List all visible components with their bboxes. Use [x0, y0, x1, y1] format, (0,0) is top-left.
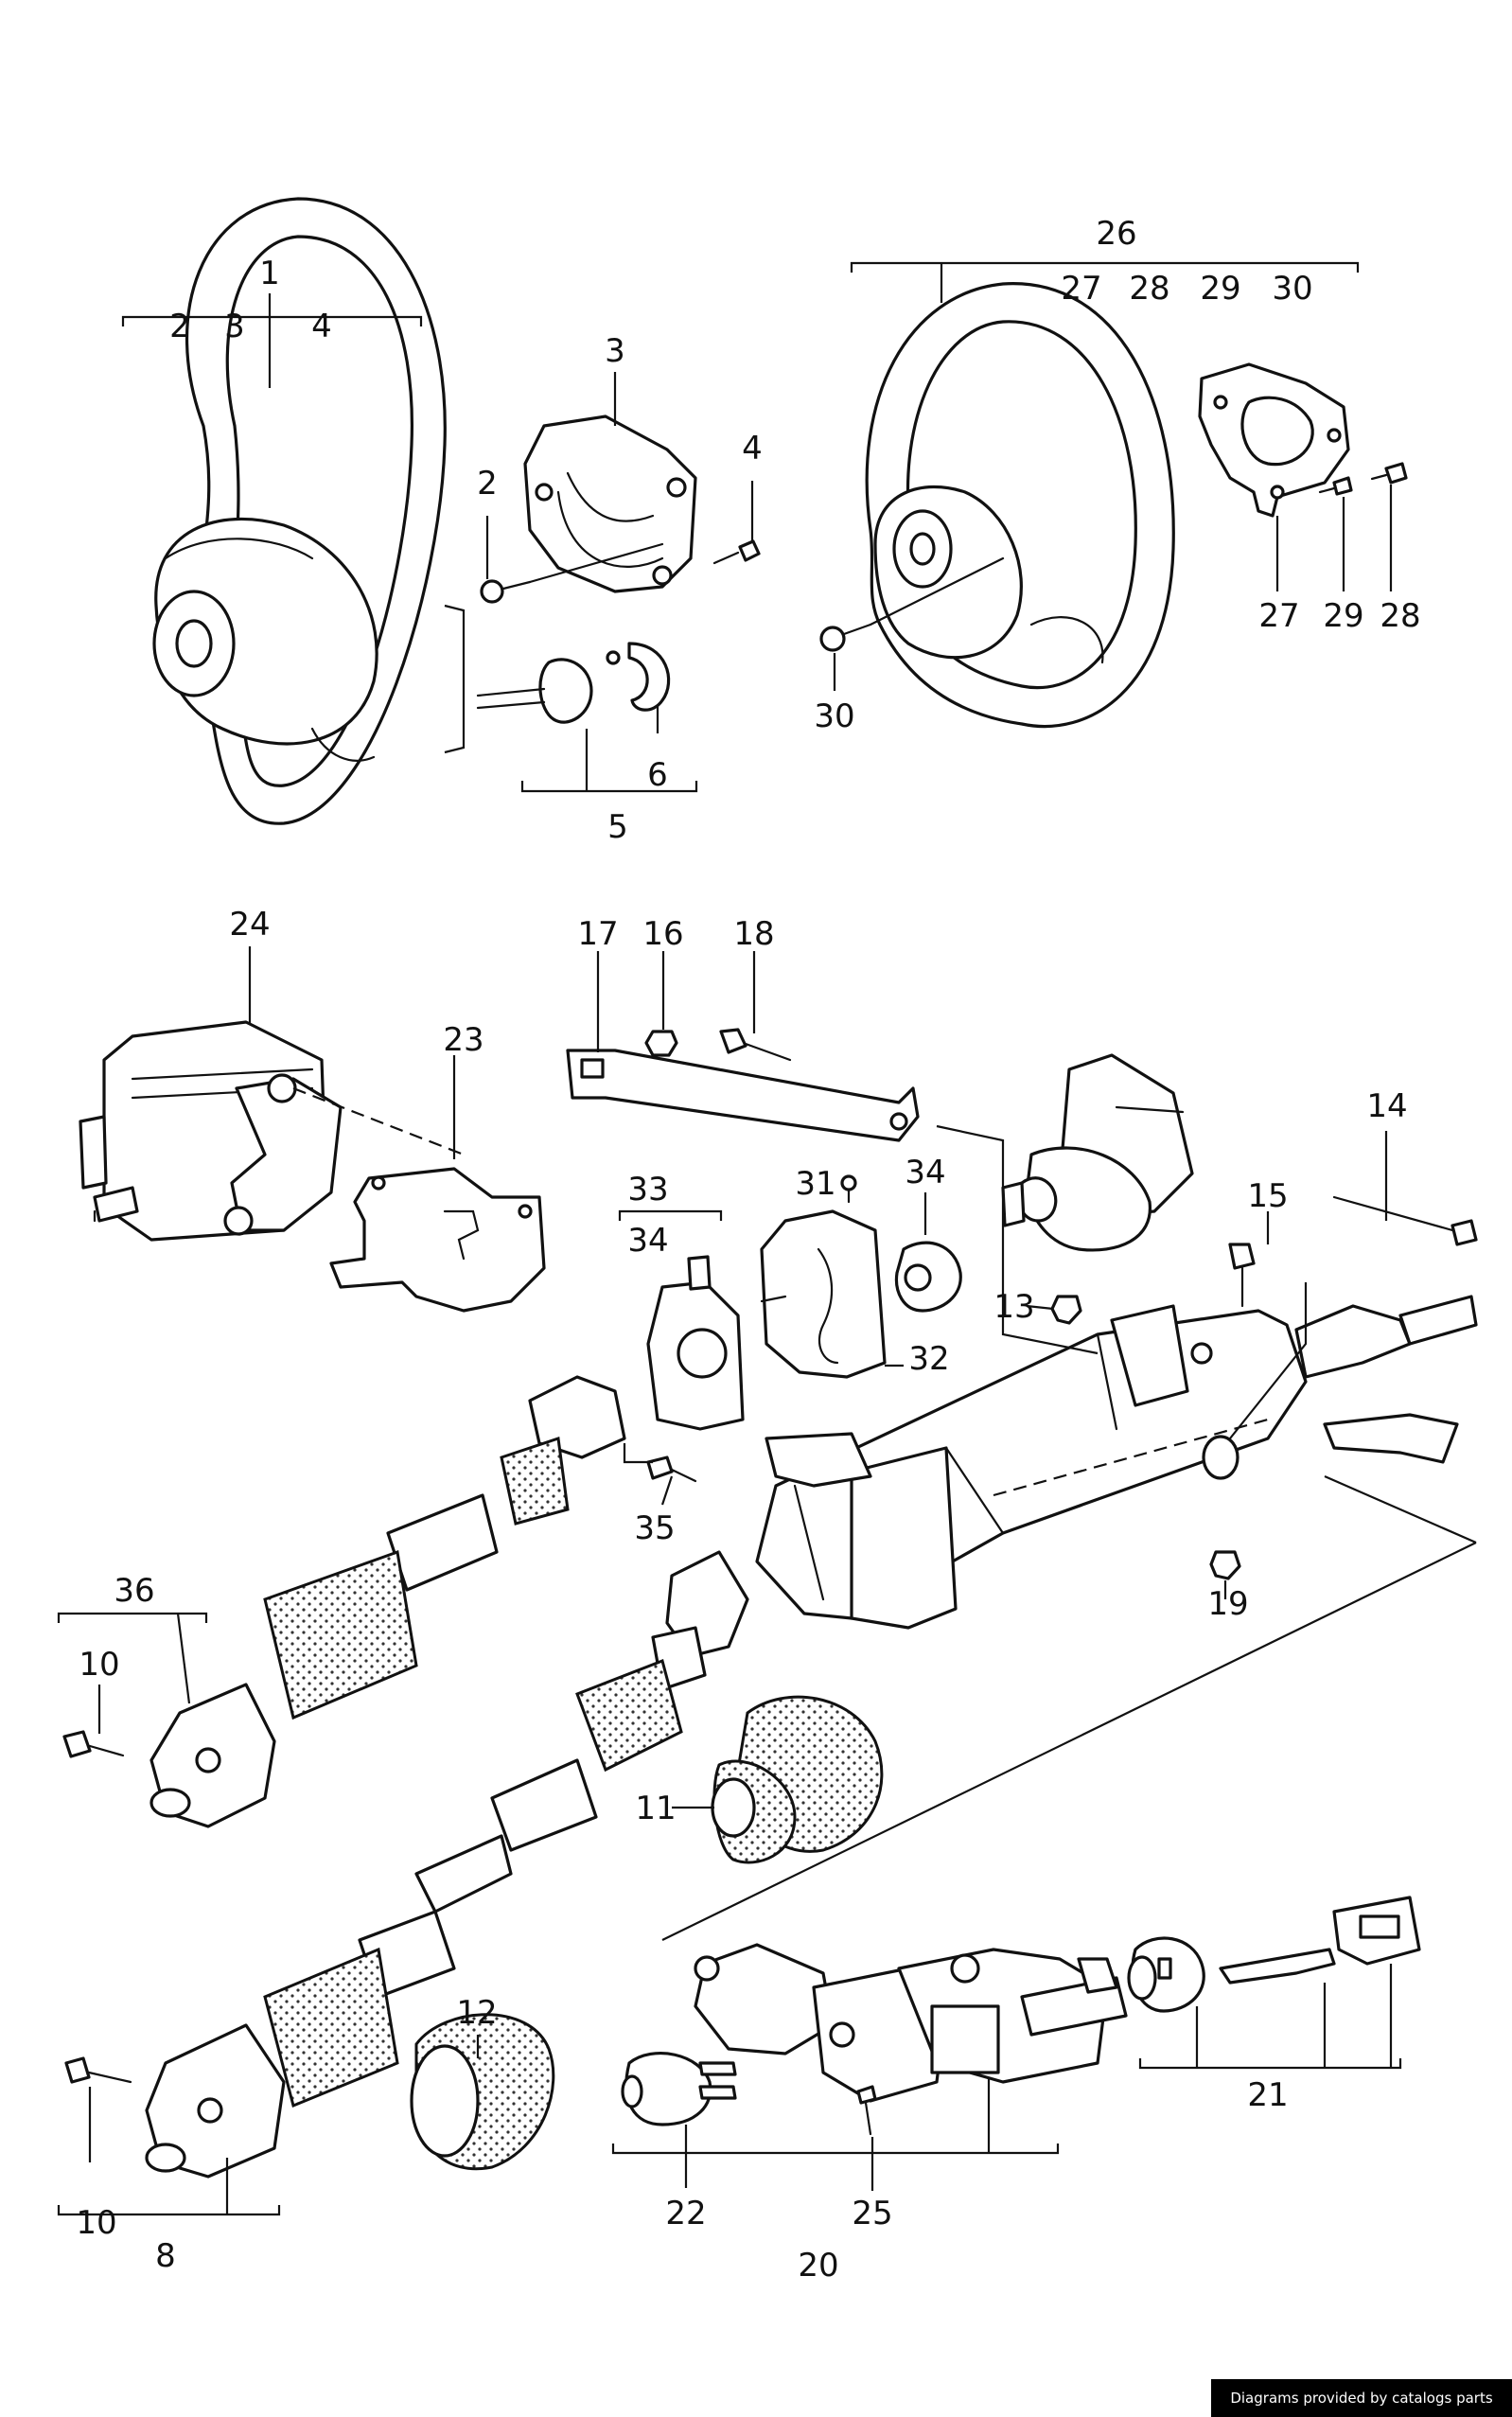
callout-8: 8	[155, 2237, 176, 2275]
steering-wheel-left	[152, 197, 447, 825]
callout-34: 34	[627, 1222, 668, 1260]
callout-10: 10	[76, 2204, 116, 2242]
callout-36: 36	[114, 1572, 154, 1610]
callout-2: 2	[477, 465, 498, 503]
callout-25: 25	[852, 2195, 892, 2232]
bolt-part-35	[646, 1455, 697, 1483]
callout-18: 18	[733, 915, 774, 953]
callout-32: 32	[908, 1340, 949, 1378]
bush-part-34	[894, 1241, 962, 1313]
callout-22: 22	[665, 2195, 706, 2232]
nut-part-16	[644, 1030, 678, 1057]
intermediate-shaft-upper	[149, 1375, 626, 1828]
callout-34: 34	[905, 1154, 945, 1191]
steering-wheel-hub-plate	[1198, 362, 1350, 518]
callout-21: 21	[1247, 2076, 1288, 2114]
callout-20: 20	[798, 2247, 838, 2285]
column-upper-shroud	[1001, 1053, 1194, 1252]
key-head	[1332, 1896, 1421, 1966]
callout-11: 11	[635, 1790, 676, 1827]
callout-27: 27	[1258, 597, 1299, 635]
callout-19: 19	[1207, 1585, 1248, 1623]
callout-5: 5	[607, 808, 628, 846]
callout-16: 16	[642, 915, 683, 953]
callout-29: 29	[1323, 597, 1363, 635]
diagram-credit: Diagrams provided by catalogs parts	[1211, 2379, 1512, 2417]
lock-housing	[760, 1209, 887, 1379]
callout-15: 15	[1247, 1177, 1288, 1215]
callout-28: 28	[1380, 597, 1420, 635]
nut-part-13	[1050, 1295, 1082, 1325]
callout-2: 2	[169, 308, 190, 345]
callout-30: 30	[1272, 270, 1312, 308]
bolt-part-14	[1332, 1195, 1478, 1246]
callout-3: 3	[224, 308, 245, 345]
cap-grommet	[410, 2013, 555, 2171]
callout-3: 3	[605, 332, 625, 370]
bolt-part-15	[1228, 1243, 1256, 1308]
callout-13: 13	[993, 1288, 1034, 1326]
callout-4: 4	[311, 308, 332, 345]
callout-26: 26	[1096, 215, 1136, 253]
motor-actuator	[79, 1020, 343, 1242]
lower-steering-shaft	[145, 1550, 749, 2179]
lock-cylinder	[1127, 1936, 1205, 2013]
switch-part-22	[621, 2052, 737, 2126]
callout-28: 28	[1129, 270, 1169, 308]
bolt-part-10b	[64, 2056, 132, 2084]
callout-27: 27	[1061, 270, 1101, 308]
callout-35: 35	[634, 1509, 675, 1547]
airbag-bracket	[523, 415, 697, 593]
steering-wheel-right	[865, 282, 1175, 729]
callout-30: 30	[814, 697, 854, 735]
ignition-lock-assembly	[694, 1943, 1128, 2103]
key-blade	[1219, 1948, 1336, 1985]
nut-part-19	[1209, 1550, 1241, 1580]
bolt-part-29	[1318, 476, 1353, 496]
callout-6: 6	[647, 756, 668, 794]
bolt-part-18	[719, 1028, 792, 1062]
switch-cover	[646, 1255, 745, 1431]
callout-12: 12	[456, 1994, 497, 2032]
callout-1: 1	[259, 255, 280, 292]
screw-part-25	[856, 2085, 877, 2136]
support-strut	[566, 1049, 920, 1142]
callout-29: 29	[1200, 270, 1240, 308]
callout-23: 23	[443, 1021, 483, 1059]
callout-31: 31	[795, 1165, 835, 1203]
callout-33: 33	[627, 1171, 668, 1208]
mounting-bracket	[329, 1167, 546, 1313]
bolt-part-30	[819, 556, 1005, 652]
callout-17: 17	[577, 915, 618, 953]
steering-column-tube	[755, 1295, 1478, 1630]
clock-spring-sensor	[476, 642, 671, 724]
bolt-part-10a	[62, 1730, 125, 1758]
bolt-part-2	[480, 579, 532, 604]
screw-part-31	[840, 1174, 857, 1204]
callout-14: 14	[1366, 1087, 1407, 1125]
rubber-boot	[711, 1695, 884, 1864]
callout-4: 4	[742, 430, 763, 468]
bolt-part-4	[712, 539, 761, 565]
bolt-part-28	[1370, 462, 1408, 485]
callout-24: 24	[229, 906, 270, 944]
callout-10: 10	[79, 1646, 119, 1684]
